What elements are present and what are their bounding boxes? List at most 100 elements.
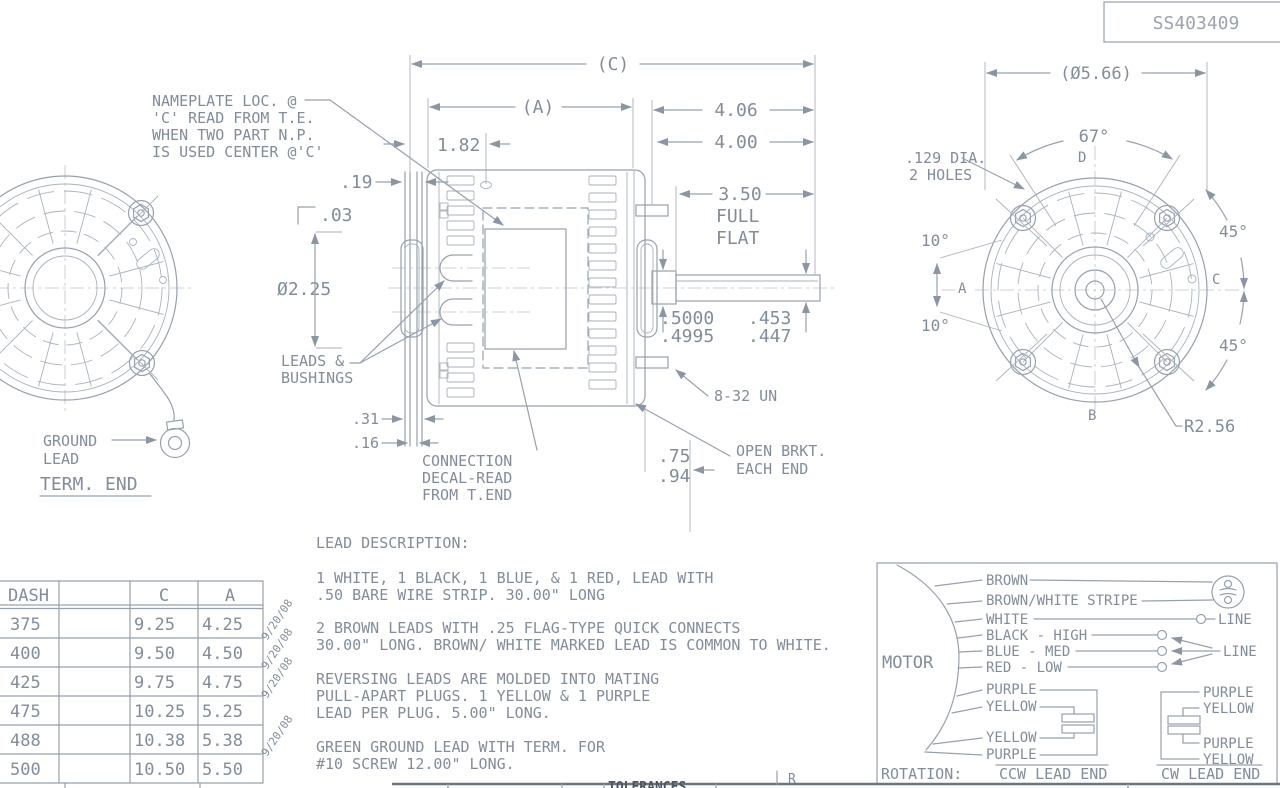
dim-hub-dia: Ø2.25 bbox=[277, 279, 331, 300]
note-decal-2: DECAL-READ bbox=[422, 469, 512, 487]
lead-desc-p1-l1: 1 WHITE, 1 BLACK, 1 BLUE, & 1 RED, LEAD … bbox=[316, 569, 713, 587]
cell-a-3: 5.25 bbox=[202, 702, 243, 722]
lead-brown: BROWN bbox=[986, 573, 1028, 589]
lead-blue: BLUE - MED bbox=[986, 644, 1070, 660]
cell-c-5: 10.50 bbox=[134, 760, 185, 780]
dim-shaft-dia-hi: .5000 bbox=[660, 308, 714, 329]
wiring-box bbox=[876, 562, 1278, 784]
nameplate bbox=[484, 228, 567, 350]
note-leads-1: LEADS & bbox=[281, 352, 344, 370]
footer-tolerances: TOLERANCES bbox=[608, 780, 686, 788]
dim-94: .94 bbox=[658, 466, 691, 487]
ccw-lead-3: YELLOW bbox=[986, 730, 1037, 746]
dim-67: 67° bbox=[1079, 127, 1110, 147]
bolt-bottom bbox=[128, 349, 156, 377]
ccw-lead-2: YELLOW bbox=[986, 699, 1037, 715]
dim-31: .31 bbox=[352, 410, 379, 428]
cell-c-0: 9.25 bbox=[134, 615, 175, 635]
note-nameplate-4: IS USED CENTER @'C' bbox=[152, 143, 324, 161]
side-view-notes: NAMEPLATE LOC. @ 'C' READ FROM T.E. WHEN… bbox=[152, 92, 826, 504]
dim-75: .75 bbox=[658, 446, 691, 467]
ccw-caption: CCW LEAD END bbox=[999, 765, 1107, 783]
dim-flat-hi: .453 bbox=[748, 308, 791, 329]
axis-label-d: D bbox=[1078, 150, 1086, 166]
cw-lead-2: YELLOW bbox=[1203, 701, 1254, 717]
note-nameplate-1: NAMEPLATE LOC. @ bbox=[152, 92, 297, 110]
stud-bottom bbox=[635, 356, 669, 369]
table-header-c: C bbox=[159, 586, 169, 606]
cell-a-2: 4.75 bbox=[202, 673, 243, 693]
ground-wire bbox=[149, 373, 175, 421]
note-open-brkt-1: OPEN BRKT. bbox=[736, 442, 826, 460]
footer-title-block: R TOLERANCES bbox=[392, 770, 1280, 788]
rotation-label: ROTATION: bbox=[881, 765, 962, 783]
table-header-dash: DASH bbox=[8, 586, 49, 606]
dim-400: 4.00 bbox=[714, 132, 757, 153]
dim-350: 3.50 bbox=[718, 184, 761, 205]
ground-lead-label-2: LEAD bbox=[43, 450, 79, 468]
note-decal-1: CONNECTION bbox=[422, 452, 512, 470]
dim-406: 4.06 bbox=[714, 100, 757, 121]
cell-a-5: 5.50 bbox=[202, 760, 243, 780]
wiring-diagram: MOTOR BROWN BROWN/WHITE STRIPE WHITE BLA… bbox=[876, 562, 1278, 784]
note-decal-3: FROM T.END bbox=[422, 486, 512, 504]
cell-c-2: 9.75 bbox=[134, 673, 175, 693]
cw-lead-3: PURPLE bbox=[1203, 736, 1254, 752]
table-row: 500 10.50 5.50 bbox=[10, 760, 243, 780]
lead-white: WHITE bbox=[986, 612, 1028, 628]
rev-date-stamp: 9/20/08 bbox=[259, 713, 296, 759]
cell-c-3: 10.25 bbox=[134, 702, 185, 722]
lead-desc-p2-l1: 2 BROWN LEADS WITH .25 FLAG-TYPE QUICK C… bbox=[316, 619, 740, 637]
capacitor-symbol bbox=[1211, 575, 1245, 609]
dim-350-l2: FULL bbox=[716, 206, 760, 227]
cw-lead-4: YELLOW bbox=[1203, 752, 1254, 768]
dim-a-ref: (A) bbox=[522, 97, 555, 118]
dim-19: .19 bbox=[340, 172, 373, 193]
axis-label-a: A bbox=[958, 281, 967, 297]
lead-description: LEAD DESCRIPTION: 1 WHITE, 1 BLACK, 1 BL… bbox=[316, 534, 831, 773]
note-open-brkt-2: EACH END bbox=[736, 460, 808, 478]
axis-label-c: C bbox=[1212, 272, 1220, 288]
cw-caption: CW LEAD END bbox=[1161, 765, 1260, 783]
lead-black: BLACK - HIGH bbox=[986, 628, 1087, 644]
lead-red: RED - LOW bbox=[986, 660, 1062, 676]
dim-10-bot: 10° bbox=[921, 316, 950, 335]
dim-c-ref: (C) bbox=[597, 54, 630, 75]
dim-182: 1.82 bbox=[437, 135, 480, 156]
cell-dash-0: 375 bbox=[10, 615, 41, 635]
cell-dash-4: 488 bbox=[10, 731, 41, 751]
note-holes-1: .129 DIA. bbox=[905, 149, 986, 167]
part-number: SS403409 bbox=[1153, 13, 1240, 34]
note-nameplate-3: WHEN TWO PART N.P. bbox=[152, 126, 315, 144]
dim-10-top: 10° bbox=[921, 231, 950, 250]
title-block: SS403409 bbox=[1103, 1, 1280, 43]
table-header-a: A bbox=[225, 586, 235, 606]
footer-rev: R bbox=[788, 772, 796, 787]
vent-slots-left bbox=[446, 175, 475, 398]
dim-350-l3: FLAT bbox=[716, 228, 760, 249]
ring-terminal bbox=[159, 427, 191, 459]
lead-desc-p3-l3: LEAD PER PLUG. 5.00" LONG. bbox=[316, 704, 551, 722]
lead-desc-p3-l1: REVERSING LEADS ARE MOLDED INTO MATING bbox=[316, 670, 659, 688]
ccw-plug-wiring bbox=[1039, 689, 1098, 756]
table-row: 375 9.25 4.25 bbox=[10, 615, 243, 635]
cw-plug-wiring bbox=[1160, 691, 1201, 760]
cell-c-1: 9.50 bbox=[134, 644, 175, 664]
shaft bbox=[675, 274, 821, 302]
dim-dia-ref: (Ø5.66) bbox=[1060, 64, 1132, 84]
cell-c-4: 10.38 bbox=[134, 731, 185, 751]
table-row: 488 10.38 5.38 bbox=[10, 731, 243, 751]
cell-dash-3: 475 bbox=[10, 702, 41, 722]
line-label-2: LINE bbox=[1223, 644, 1257, 660]
note-nameplate-2: 'C' READ FROM T.E. bbox=[152, 109, 315, 127]
bushing-2 bbox=[439, 298, 473, 326]
lead-desc-title: LEAD DESCRIPTION: bbox=[316, 534, 470, 552]
dim-shaft-dia-lo: .4995 bbox=[660, 326, 714, 347]
term-end-caption: TERM. END bbox=[40, 474, 138, 495]
table-row: 400 9.50 4.50 bbox=[10, 644, 243, 664]
lead-end-view bbox=[975, 146, 1245, 412]
cell-a-4: 5.38 bbox=[202, 731, 243, 751]
ccw-lead-4: PURPLE bbox=[986, 747, 1037, 763]
note-leads-2: BUSHINGS bbox=[281, 369, 353, 387]
stud-top bbox=[635, 204, 669, 217]
